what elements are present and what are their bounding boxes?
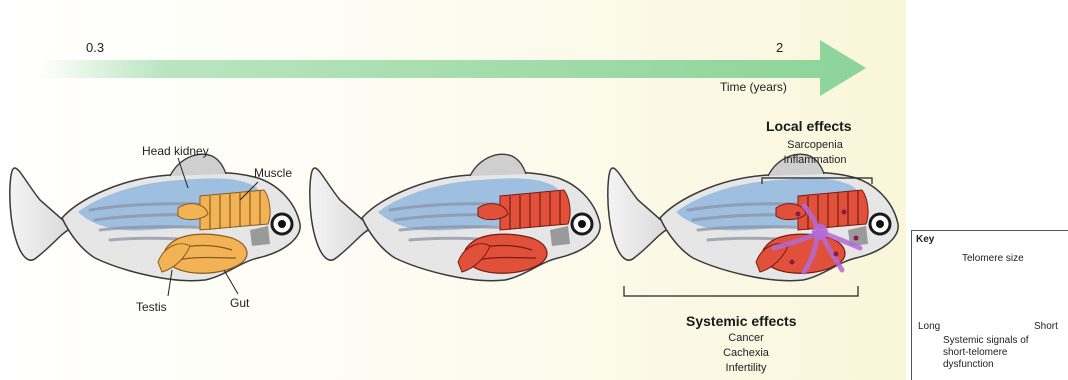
local-effects-list: Sarcopenia Inflammation	[770, 138, 860, 168]
systemic-effects-bracket	[624, 286, 858, 296]
fish-old	[608, 154, 898, 280]
key-title: Key	[916, 234, 934, 245]
signal-label-line: Systemic signals of	[943, 335, 1029, 347]
telomere-size-label: Telomere size	[962, 253, 1024, 264]
muscle-label: Muscle	[254, 166, 292, 180]
gut-label: Gut	[230, 296, 249, 310]
time-axis-label: Time (years)	[720, 80, 787, 94]
systemic-effect-item: Cancer	[706, 331, 786, 346]
systemic-effects-list: Cancer Cachexia Infertility	[706, 331, 786, 376]
fish-middle	[310, 154, 600, 280]
long-label: Long	[918, 321, 940, 332]
key-panel: Key Telomere size Long Short Systemic si…	[911, 230, 1068, 380]
muscle-tissue	[200, 190, 270, 230]
short-label: Short	[1034, 321, 1058, 332]
head-kidney-label: Head kidney	[142, 144, 209, 158]
testis-label: Testis	[136, 300, 167, 314]
signal-label-line: short-telomere	[943, 347, 1029, 359]
systemic-effects-title: Systemic effects	[686, 313, 797, 329]
signal-source	[812, 224, 828, 240]
systemic-signal-label: Systemic signals of short-telomere dysfu…	[943, 335, 1029, 371]
timeline-end-label: 2	[776, 40, 783, 55]
systemic-effect-item: Infertility	[706, 361, 786, 376]
local-effects-title: Local effects	[766, 118, 852, 134]
timeline-start-label: 0.3	[86, 40, 104, 55]
systemic-effect-item: Cachexia	[706, 346, 786, 361]
local-effect-item: Inflammation	[770, 153, 860, 168]
local-effect-item: Sarcopenia	[770, 138, 860, 153]
signal-label-line: dysfunction	[943, 359, 1029, 371]
